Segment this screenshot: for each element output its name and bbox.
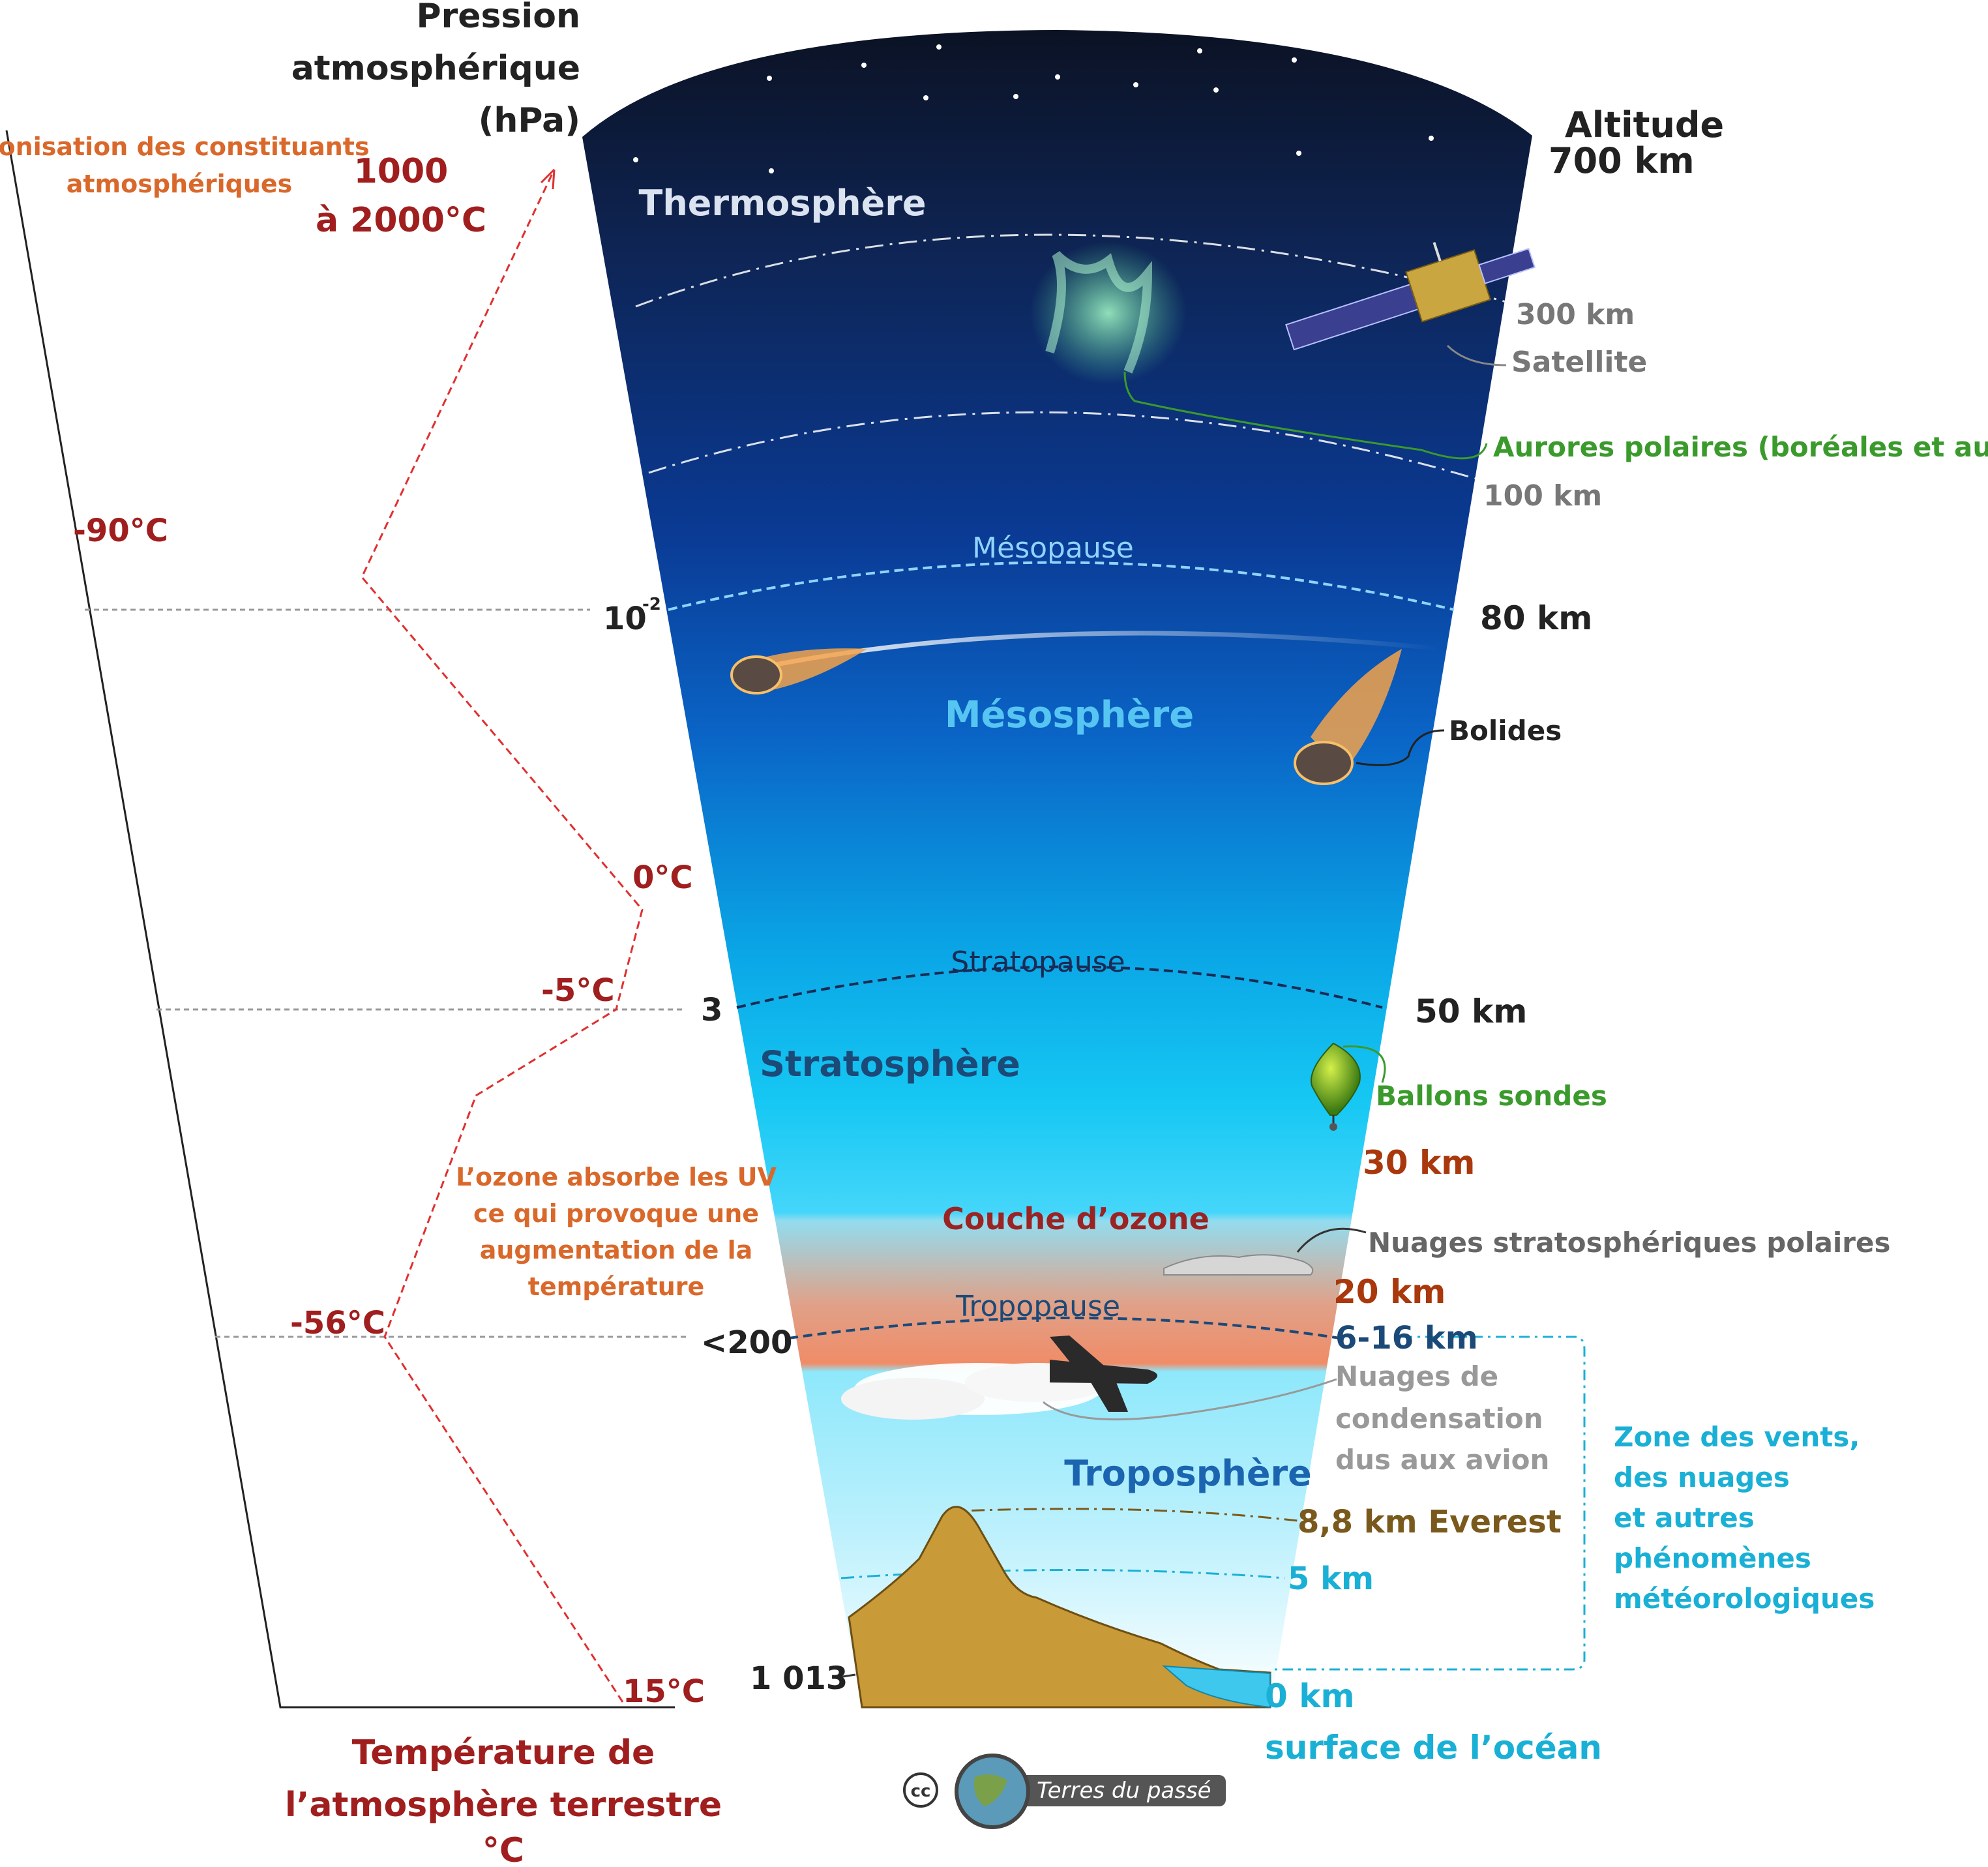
layer-mesosphere: Mésosphère — [945, 694, 1194, 736]
altitude-20: 20 km — [1333, 1273, 1446, 1311]
boundary-100km — [648, 411, 1500, 487]
bolide-icon — [1294, 649, 1402, 785]
condensation-label-2: condensation — [1335, 1403, 1543, 1435]
atmosphere-cone — [582, 30, 1532, 1707]
temp-15: 15°C — [623, 1673, 705, 1710]
star-icon — [633, 44, 1434, 173]
stratopause-label: Stratopause — [951, 946, 1125, 979]
temp-0: 0°C — [632, 859, 693, 896]
ref-line-1013 — [834, 1673, 856, 1679]
bolides-label: Bolides — [1449, 715, 1562, 747]
layer-stratosphere: Stratosphère — [760, 1043, 1020, 1084]
aurora-connector — [1123, 371, 1488, 460]
altitude-30: 30 km — [1363, 1144, 1475, 1182]
altitude-100: 100 km — [1483, 479, 1602, 513]
cc-icon — [903, 1772, 938, 1808]
pressure-200: <200 — [701, 1324, 792, 1361]
weather-zone-bracket — [1275, 1336, 1586, 1671]
aurora-label: Aurores polaires (boréales et australes) — [1493, 431, 1988, 463]
temp-minus-56: -56°C — [290, 1305, 385, 1341]
pressure-10-exponent: -2 — [642, 595, 661, 614]
mesopause-label: Mésopause — [972, 531, 1134, 565]
temperature-axis — [5, 130, 675, 1709]
logo-banner — [1004, 1775, 1226, 1806]
ozone-note-2: ce qui provoque une — [473, 1199, 759, 1228]
satellite-label: Satellite — [1511, 346, 1647, 379]
temp-minus-5: -5°C — [541, 972, 615, 1009]
ozone-note-3: augmentation de la — [480, 1236, 753, 1264]
pressure-3: 3 — [701, 992, 722, 1028]
tropopause-line — [788, 1317, 1341, 1339]
ocean — [1162, 1665, 1271, 1709]
ionisation-note-2: atmosphériques — [67, 170, 293, 198]
psc-connector — [1296, 1227, 1367, 1253]
logo-cc: cc — [911, 1782, 931, 1801]
temp-1000-line1: 1000 — [354, 152, 449, 191]
weather-zone-5: météorologiques — [1614, 1583, 1875, 1615]
ozone-layer-label: Couche d’ozone — [942, 1201, 1209, 1236]
altitude-50: 50 km — [1415, 993, 1527, 1030]
tropopause-label: Tropopause — [955, 1290, 1120, 1323]
ocean-surface-label: surface de l’océan — [1265, 1729, 1602, 1767]
ozone-note-4: température — [528, 1272, 705, 1301]
line-5km — [840, 1569, 1285, 1579]
weather-zone-3: et autres — [1614, 1502, 1755, 1534]
stratopause-line — [736, 965, 1383, 1009]
boundary-300km — [635, 233, 1523, 308]
altitude-0: 0 km — [1265, 1677, 1355, 1715]
altitude-5: 5 km — [1288, 1561, 1374, 1597]
balloon-label: Ballons sondes — [1376, 1080, 1607, 1112]
temp-1000-line2: à 2000°C — [316, 201, 486, 240]
psc-label: Nuages stratosphériques polaires — [1368, 1227, 1891, 1259]
altitude-6-16: 6-16 km — [1335, 1320, 1478, 1356]
satellite-connector — [1446, 344, 1507, 366]
balloon-connector — [1343, 1045, 1386, 1083]
pressure-title-1: Pression — [417, 0, 581, 36]
plane-icon — [1050, 1336, 1157, 1412]
altitude-everest: 8,8 km Everest — [1298, 1504, 1562, 1540]
altitude-300: 300 km — [1516, 298, 1635, 331]
satellite-icon — [1285, 242, 1536, 351]
altitude-700: 700 km — [1549, 140, 1695, 181]
layer-troposphere: Troposphère — [1064, 1453, 1312, 1494]
ionisation-note-1: Ionisation des constituants — [0, 132, 370, 161]
bolide-icon — [730, 648, 867, 695]
pressure-10: 10 — [603, 601, 647, 637]
logo-text: Terres du passé — [1037, 1778, 1211, 1804]
temp-minus-90: -90°C — [73, 513, 168, 549]
temperature-arrow — [540, 168, 556, 190]
everest-line — [945, 1508, 1298, 1522]
aurora-icon — [1030, 241, 1187, 385]
weather-zone-2: des nuages — [1614, 1461, 1790, 1493]
layer-thermosphere: Thermosphère — [638, 183, 926, 224]
temp-axis-title-1: Température de — [352, 1733, 655, 1772]
ozone-note-1: L’ozone absorbe les UV — [456, 1163, 777, 1191]
condensation-label-1: Nuages de — [1335, 1360, 1498, 1392]
cloud-icon — [1163, 1254, 1314, 1276]
condensation-label-3: dus aux avion — [1335, 1444, 1549, 1476]
pressure-1013: 1 013 — [750, 1660, 848, 1697]
bolide-connector — [1356, 729, 1445, 766]
temp-axis-title-3: °C — [482, 1831, 524, 1867]
weather-zone-4: phénomènes — [1614, 1542, 1811, 1574]
pressure-title-2: atmosphérique — [291, 49, 580, 88]
mesopause-line — [668, 561, 1455, 611]
altitude-80: 80 km — [1480, 599, 1592, 637]
balloon-icon — [1311, 1042, 1361, 1131]
weather-zone-1: Zone des vents, — [1614, 1421, 1860, 1453]
pressure-title-3: (hPa) — [479, 101, 580, 140]
temp-axis-title-2: l’atmosphère terrestre — [285, 1785, 722, 1825]
mountain-icon — [848, 1506, 1271, 1709]
condensation-connector — [1043, 1378, 1337, 1421]
temperature-profile — [361, 169, 644, 1703]
logo: cc Terres du passé — [903, 1754, 1226, 1829]
altitude-title: Altitude — [1565, 104, 1724, 145]
